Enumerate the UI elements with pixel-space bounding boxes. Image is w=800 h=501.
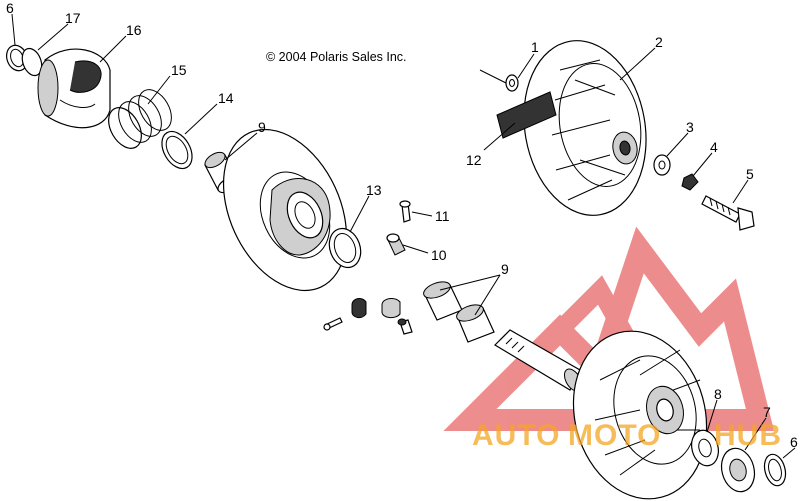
moveable-sheave xyxy=(222,128,348,292)
callout-labels: 6 17 16 15 14 9 13 11 10 9 1 2 3 4 5 12 … xyxy=(6,0,798,450)
copyright-text: © 2004 Polaris Sales Inc. xyxy=(266,50,407,64)
part-3-washer xyxy=(653,154,671,176)
part-17-washer xyxy=(21,47,43,77)
callout-6-top: 6 xyxy=(6,0,14,16)
callout-17: 17 xyxy=(65,10,81,26)
part-2-sheave xyxy=(523,40,647,216)
part-15-spring xyxy=(108,89,172,149)
callout-8: 8 xyxy=(714,386,722,402)
leader-lines xyxy=(11,13,796,459)
watermark-text-a: AUTO xyxy=(472,419,560,452)
part-10-roller xyxy=(386,233,406,256)
callout-16: 16 xyxy=(126,22,142,38)
callout-3: 3 xyxy=(686,119,694,135)
watermark-text-c: HUB xyxy=(714,419,782,452)
callout-10: 10 xyxy=(431,247,447,263)
part-5-bolt xyxy=(701,195,755,231)
callout-13: 13 xyxy=(366,182,382,198)
callout-5: 5 xyxy=(746,166,754,182)
callout-1: 1 xyxy=(531,39,539,55)
callout-15: 15 xyxy=(171,62,187,78)
part-12-belt-strip xyxy=(496,91,557,139)
part-14-ring xyxy=(161,130,193,170)
callout-12: 12 xyxy=(466,152,482,168)
callout-4: 4 xyxy=(710,139,718,155)
callout-2: 2 xyxy=(655,34,663,50)
watermark-text-b: MOTO xyxy=(568,419,661,452)
callout-6-bottom: 6 xyxy=(790,434,798,450)
callout-14: 14 xyxy=(218,90,234,106)
small-fasteners xyxy=(323,297,413,335)
part-9-bushings-lower xyxy=(423,281,495,343)
part-7-retainer xyxy=(720,447,756,493)
fixed-sheave xyxy=(572,330,708,500)
part-4-nut xyxy=(681,173,699,191)
part-1-washer xyxy=(505,74,519,92)
part-13-bushing xyxy=(328,227,362,269)
callout-9-lower: 9 xyxy=(501,261,509,277)
part-8-washer xyxy=(691,429,719,467)
part-16-helix xyxy=(37,48,111,129)
callout-9-upper: 9 xyxy=(258,119,266,135)
callout-11: 11 xyxy=(435,208,450,224)
part-6-snap-ring-bottom xyxy=(763,453,787,487)
watermark-text: AUTO MOTO HUB xyxy=(472,419,782,452)
callout-7: 7 xyxy=(763,404,771,420)
part-11-pin xyxy=(399,200,411,223)
